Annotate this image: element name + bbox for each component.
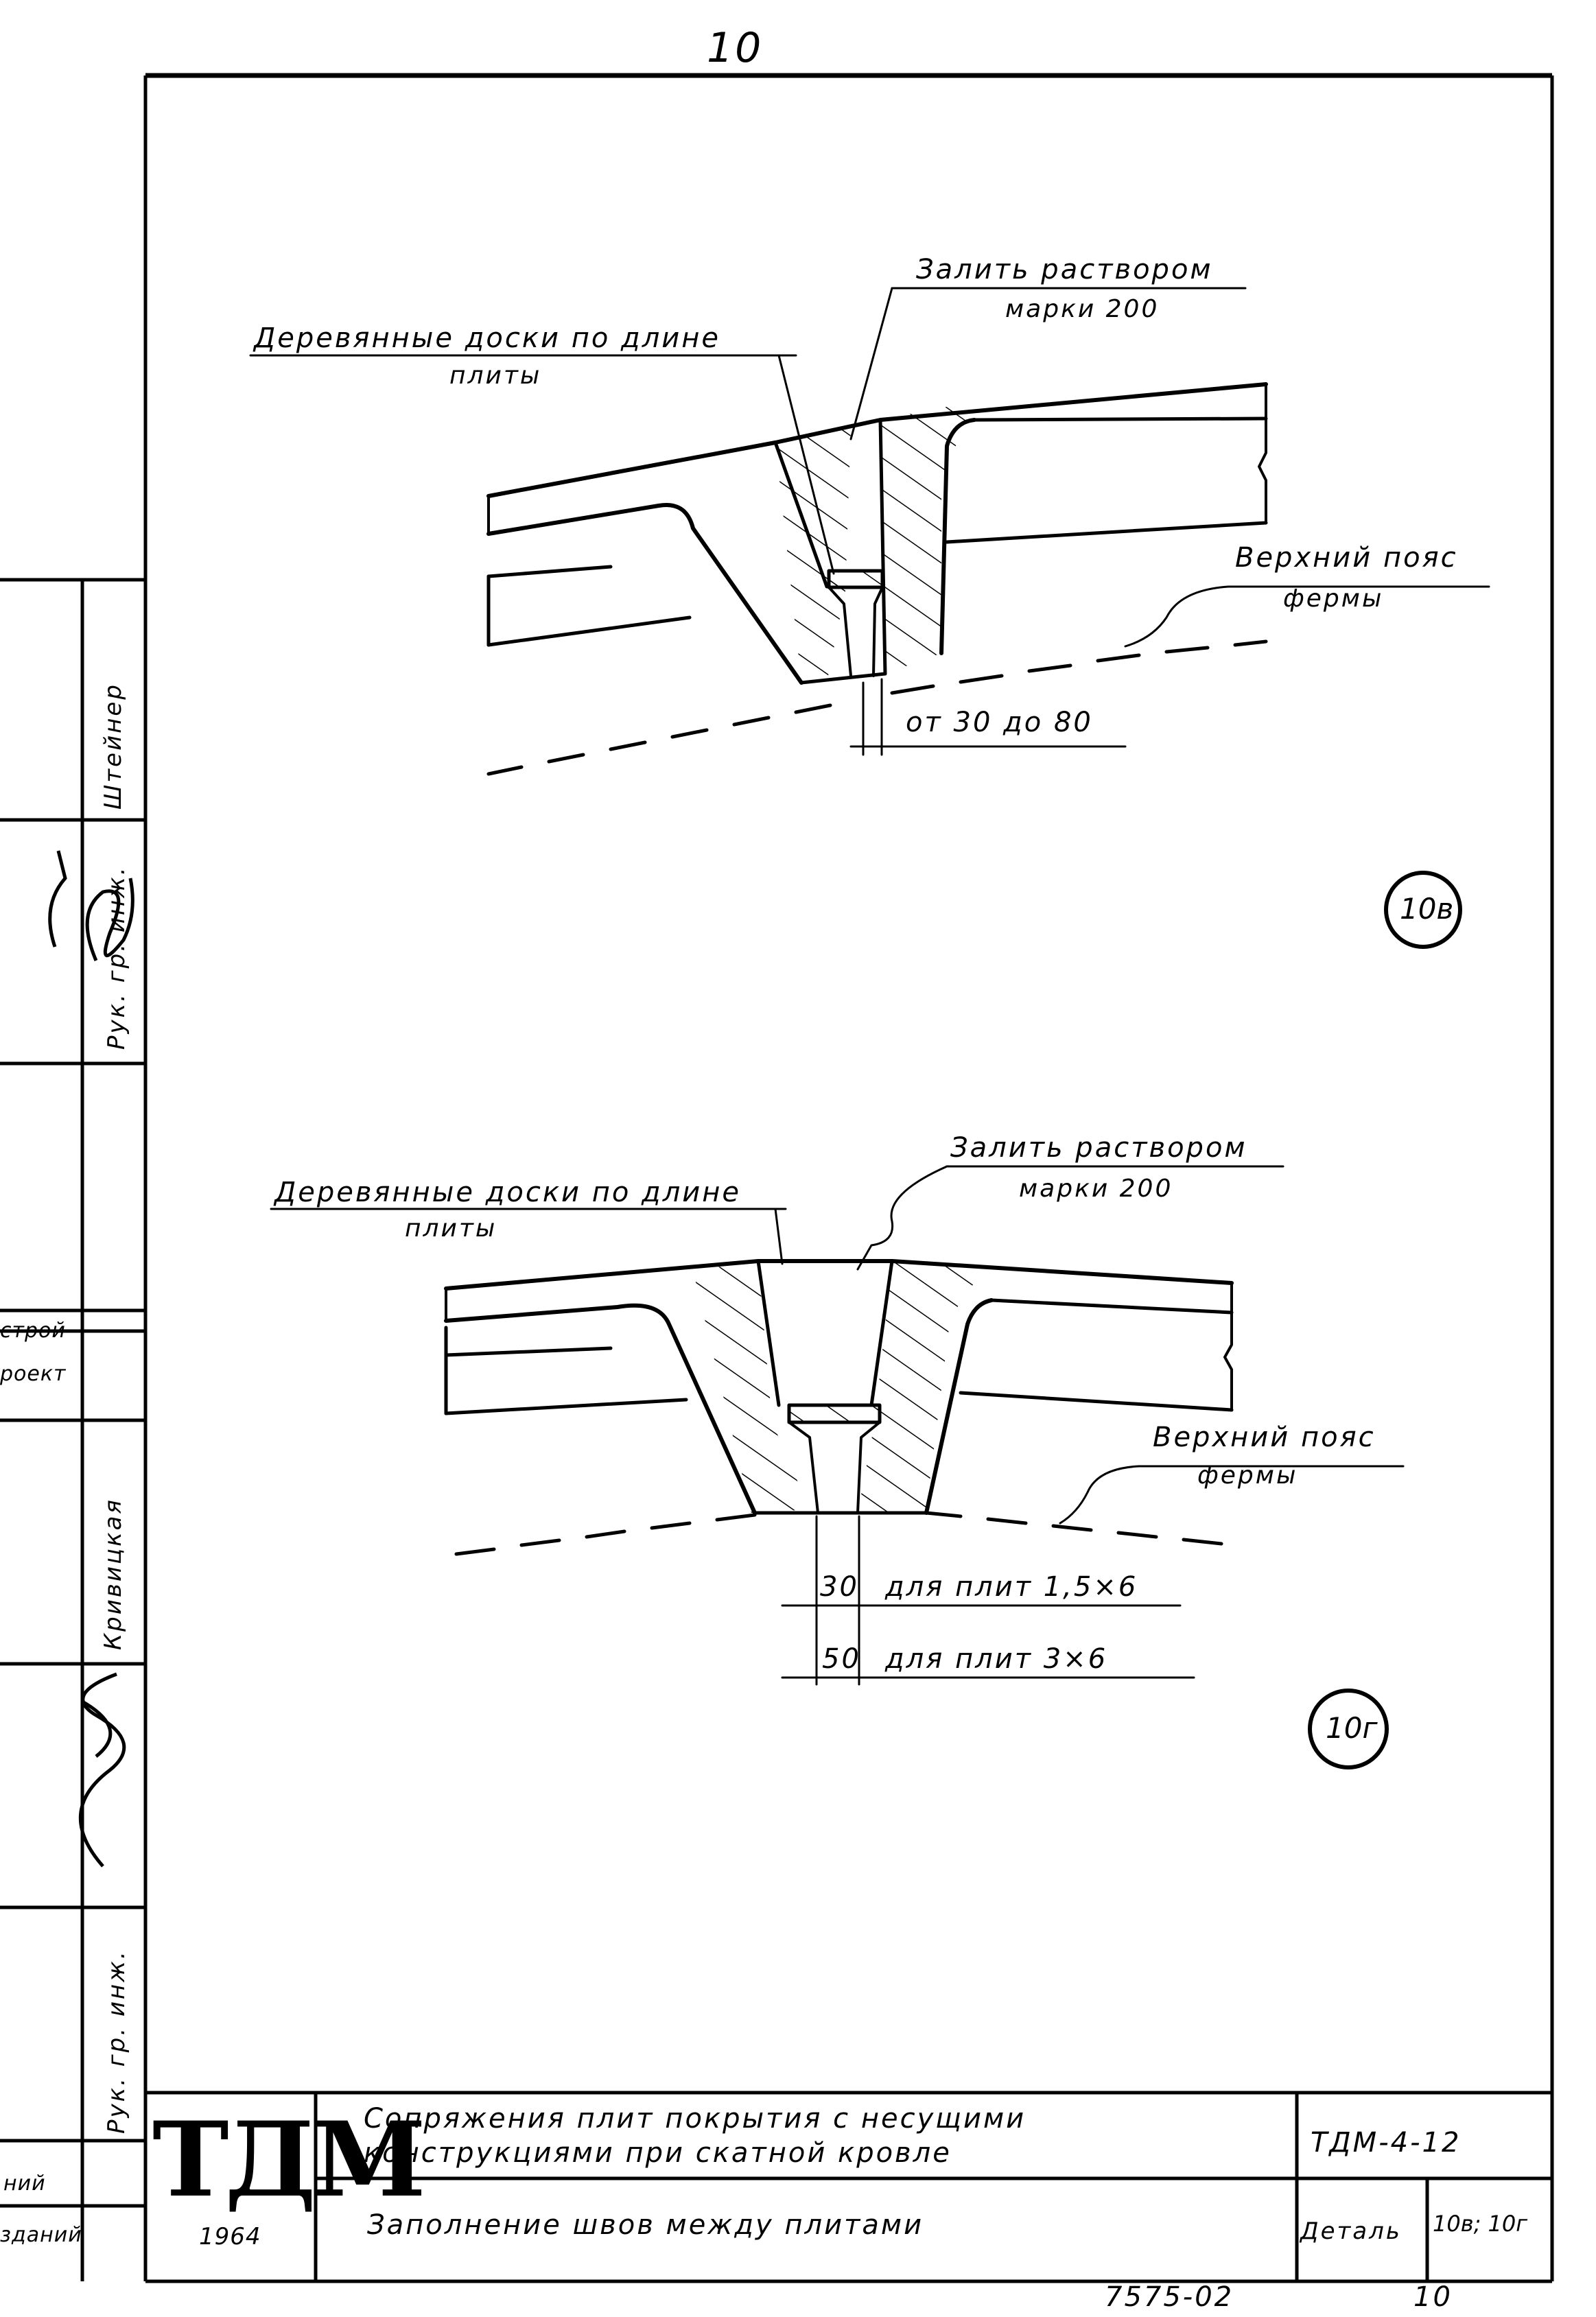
bottom-fill-label-line2: марки 200 [1019, 1175, 1173, 1203]
page-number-bottom: 10 [1413, 2281, 1453, 2313]
bottom-boards-label-line2: плиты [405, 1214, 497, 1243]
side-stamp-cell-4: Рук. гр. инж. [103, 1949, 130, 2134]
bottom-detail-marker: 10г [1326, 1711, 1378, 1745]
title-line-1: Сопряжения плит покрытия с несущими [364, 2103, 1026, 2134]
top-truss-label-line1: Верхний пояс [1235, 542, 1458, 574]
top-detail-marker: 10в [1400, 892, 1454, 926]
title-subtitle: Заполнение швов между плитами [367, 2209, 924, 2241]
side-stamp-lines [0, 578, 145, 2281]
tdm-logo: ТДМ [152, 2100, 426, 2220]
top-boards-label-line1: Деревянные доски по длине [254, 322, 721, 354]
bottom-fill-label-line1: Залить раствором [950, 1132, 1247, 1164]
detail-top-section [249, 287, 1490, 949]
top-boards-label-line2: плиты [449, 362, 542, 390]
bottom-boards-label-line1: Деревянные доски по длине [274, 1177, 742, 1208]
bottom-truss-label-line1: Верхний пояс [1153, 1422, 1376, 1453]
bottom-dim-2-value: 50 [822, 1643, 861, 1675]
bottom-truss-label-line2: фермы [1197, 1461, 1298, 1490]
title-detail-label: Деталь [1300, 2218, 1402, 2245]
title-block-lines [145, 2091, 1552, 2281]
title-detail-value: 10в; 10г [1433, 2211, 1528, 2237]
top-truss-label-line2: фермы [1283, 585, 1384, 613]
top-fill-label-line2: марки 200 [1005, 295, 1160, 323]
side-stamp-org-1: строй- [0, 1319, 74, 1343]
side-stamp-cell-2: Рук. гр. инж. [103, 865, 130, 1050]
side-stamp-cell-1: Штейнер [99, 683, 127, 810]
side-stamp-bottom-2: зданий [0, 2223, 82, 2247]
title-series: ТДМ-4-12 [1311, 2127, 1462, 2159]
sheet-frame [143, 73, 1554, 2283]
side-stamp-cell-3: Кривицкая [99, 1498, 127, 1650]
side-stamp-bottom-1: ний [3, 2172, 46, 2196]
top-fill-label-line1: Залить раствором [916, 254, 1213, 285]
top-gap-note: от 30 до 80 [906, 707, 1093, 738]
side-stamp-org-2: роект [0, 1362, 67, 1386]
title-line-2: конструкциями при скатной кровле [364, 2137, 952, 2169]
title-year: 1964 [199, 2223, 261, 2250]
archive-number: 7575-02 [1105, 2281, 1234, 2313]
bottom-dim-1-text: для плит 1,5×6 [885, 1571, 1138, 1603]
signature-scribbles [48, 850, 134, 1868]
detail-bottom-section [270, 1165, 1405, 1769]
page-number-top: 10 [707, 24, 764, 72]
bottom-dim-2-text: для плит 3×6 [885, 1643, 1108, 1675]
bottom-dim-1-value: 30 [820, 1571, 859, 1603]
